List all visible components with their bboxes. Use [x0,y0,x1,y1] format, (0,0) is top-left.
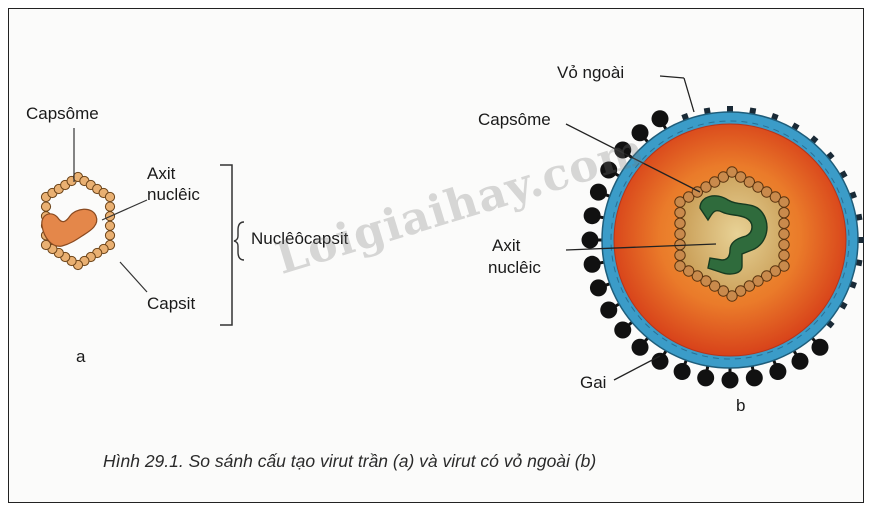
panel-label-a: a [76,347,86,366]
capsomere [743,176,756,188]
spike-knob [811,338,829,356]
spike-knob [769,363,787,381]
capsomere [717,171,730,183]
label-axit-a-2: nuclêic [147,185,200,204]
spike-knob [745,369,763,387]
capsomere [104,191,116,203]
spike-stud [855,259,863,267]
capsomere [778,196,790,208]
capsomere [674,217,686,230]
capsid-capsomeres-a [40,171,116,271]
capsomere [104,220,116,231]
capsomere [717,285,730,297]
vo-ngoai-pointer [683,77,695,113]
nucleocapsit-bracket [220,164,233,326]
capsomere [778,217,790,230]
spike-knob [651,352,669,370]
capsomere [700,181,712,193]
spike-knob [791,352,809,370]
label-vo-ngoai: Vỏ ngoài [557,63,625,82]
panel-label-b: b [736,396,746,415]
spike-stud [727,106,733,112]
vo-ngoai-pointer-h [659,75,685,79]
spike-knob [581,231,599,249]
label-axit-b-1: Axit [492,236,521,255]
spike-knob [589,183,607,201]
capsomere [760,186,773,198]
capsomere [708,176,721,188]
capsomere [40,201,52,212]
capsomere [778,260,790,272]
label-axit-a-1: Axit [147,164,176,183]
naked-virus [40,128,245,326]
capsomere [104,230,116,241]
capsomere [674,228,686,240]
capsomere [708,280,721,292]
capsid-capsomeres-b [674,166,790,302]
label-capsit: Capsit [147,294,196,313]
spike-knob [721,371,739,389]
capsomere [752,275,764,287]
spike-knob [583,255,601,273]
spike-knob [614,321,632,339]
capsomere [734,285,747,297]
nucleic-acid-b [699,195,768,275]
spike-stud [703,107,711,115]
capsomere [674,249,686,262]
gai-pointer [613,355,661,381]
label-capsome-a: Capsôme [26,104,99,123]
spike-stud [749,107,757,115]
axit-pointer-b [565,243,717,251]
capsomere [778,238,790,251]
capsomere [778,206,790,219]
spike-knob [651,110,669,128]
figure-caption: Hình 29.1. So sánh cấu tạo virut trần (a… [103,451,597,471]
capsomere [674,260,686,272]
capsome-pointer-b [565,123,701,193]
spike-stud [855,213,863,221]
capsomere [734,171,747,183]
capsomere [743,280,756,292]
capsomere [104,201,116,212]
spike-knob [600,161,618,179]
capsomere [752,181,764,193]
enveloped-virus [565,75,864,389]
spike-knob [631,338,649,356]
capsomere [682,191,695,203]
spike-knob [631,124,649,142]
brace-a [233,221,245,261]
spike-knob [697,369,715,387]
capsomere [769,191,782,203]
spike-knob [673,363,691,381]
label-axit-b-2: nuclêic [488,258,541,277]
capsomere [691,270,704,282]
capsomere [682,265,695,277]
spike-stud [858,237,864,243]
capsomere [700,275,712,287]
capsomere [726,166,738,178]
capsit-pointer-a [119,261,148,293]
spike-knob [589,279,607,297]
capsomere [769,265,782,277]
spike-knob [600,301,618,319]
capsomere [778,228,790,240]
capsomere [726,290,738,302]
envelope-inner-line [610,120,850,360]
capsomere [760,270,773,282]
capsomere [674,206,686,219]
label-capsome-b: Capsôme [478,110,551,129]
label-nucleocapsit: Nuclêôcapsit [251,229,349,248]
spike-knob [583,207,601,225]
nucleic-acid-a [41,208,98,247]
axit-pointer-a [101,199,148,221]
label-gai: Gai [580,373,607,392]
capsomere [778,249,790,262]
